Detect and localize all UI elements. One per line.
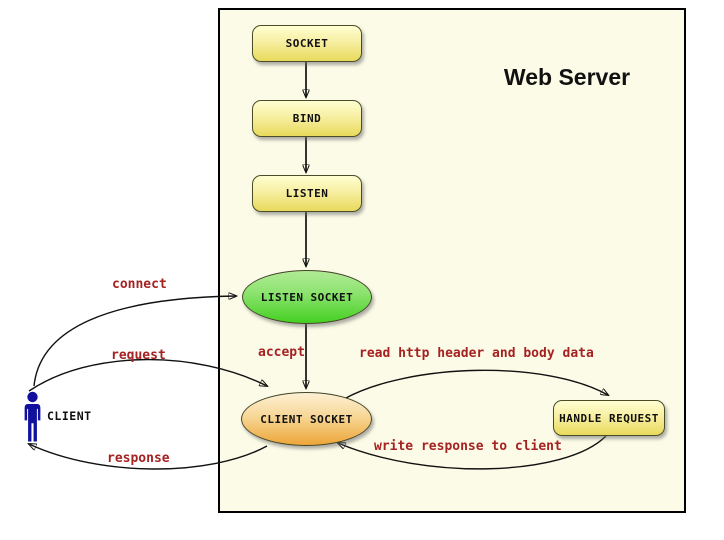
node-socket-label: SOCKET [285,37,329,50]
node-listen: LISTEN [252,175,362,212]
node-handle-request: HANDLE REQUEST [553,400,665,436]
edge-label-accept: accept [258,345,305,360]
arrow-write-response [338,435,607,470]
node-client-socket-label: CLIENT SOCKET [260,412,353,426]
server-title: Web Server [503,64,631,90]
client-label: CLIENT [47,409,92,423]
node-socket: SOCKET [252,25,362,62]
arrow-connect [33,296,236,387]
node-handle-request-label: HANDLE REQUEST [559,411,659,425]
edge-label-request: request [111,348,166,363]
arrow-response [29,444,268,470]
node-listen-socket: LISTEN SOCKET [242,270,372,324]
arrow-read-request [343,369,608,400]
node-bind: BIND [252,100,362,137]
edge-label-write-response: write response to client [374,439,562,454]
edge-label-connect: connect [112,277,167,292]
node-listen-label: LISTEN [285,187,329,200]
node-client-socket: CLIENT SOCKET [241,392,372,446]
arrow-request [28,358,267,392]
edge-label-response: response [107,451,170,466]
node-bind-label: BIND [292,112,322,125]
person-icon [24,391,41,442]
edge-label-read-http: read http header and body data [359,346,594,361]
node-listen-socket-label: LISTEN SOCKET [260,290,354,304]
